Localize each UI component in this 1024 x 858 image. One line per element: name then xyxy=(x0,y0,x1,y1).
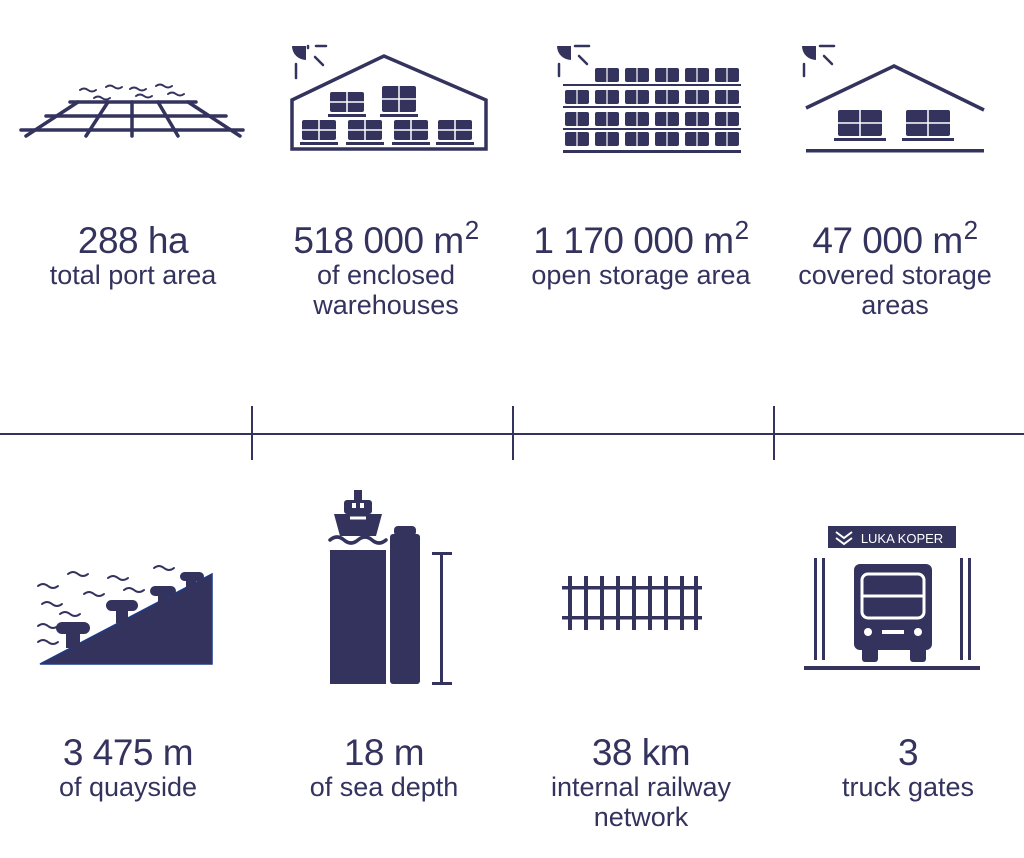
quayside-icon xyxy=(37,565,213,665)
divider-tick xyxy=(251,406,253,460)
stat-label: total port area xyxy=(49,260,217,290)
stat-quayside: 3 475 m of quayside xyxy=(10,732,246,803)
stat-open-storage-area: 1 170 000 m2 open storage area xyxy=(510,215,772,290)
stat-value: 38 km xyxy=(591,732,691,773)
stat-value: 18 m xyxy=(343,732,425,773)
open-storage-icon xyxy=(557,44,741,153)
stat-sea-depth: 18 m of sea depth xyxy=(264,732,504,803)
stat-truck-gates: 3 truck gates xyxy=(786,732,1024,803)
stat-label: of sea depth xyxy=(309,772,459,802)
stat-label: truck gates xyxy=(841,772,975,802)
stat-label: open storage area xyxy=(531,260,751,290)
stat-value: 3 xyxy=(897,732,919,773)
divider-tick xyxy=(512,406,514,460)
stat-value: 1 170 000 m2 xyxy=(533,215,749,261)
enclosed-warehouse-icon xyxy=(290,44,488,151)
unit-superscript: 2 xyxy=(963,215,978,245)
stat-value: 518 000 m2 xyxy=(293,215,479,261)
divider-tick xyxy=(773,406,775,460)
railway-icon xyxy=(562,576,702,630)
stat-value: 47 000 m2 xyxy=(812,215,978,261)
stat-value: 288 ha xyxy=(77,220,189,261)
unit-superscript: 2 xyxy=(734,215,749,245)
sea-depth-icon xyxy=(328,490,452,685)
stat-label: of quayside xyxy=(58,772,198,802)
stat-total-port-area: 288 ha total port area xyxy=(10,220,256,291)
stat-value: 3 475 m xyxy=(62,732,194,773)
truck-gate-icon: LUKA KOPER xyxy=(804,526,980,670)
unit-superscript: 2 xyxy=(464,215,479,245)
gate-sign-text: LUKA KOPER xyxy=(861,531,943,546)
covered-storage-icon xyxy=(802,44,985,153)
port-grid-icon xyxy=(19,83,245,138)
